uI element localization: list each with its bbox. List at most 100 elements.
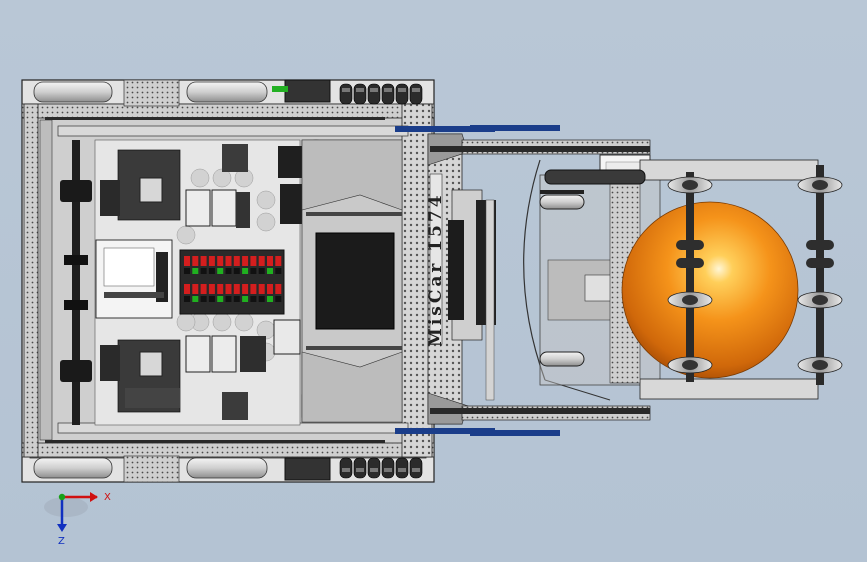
omni-hub (682, 360, 698, 370)
omni-hub (812, 295, 828, 305)
intake-arm (395, 125, 819, 436)
breaker (250, 256, 257, 266)
breaker-led (192, 296, 199, 302)
wheel-top-mid (186, 81, 268, 103)
z-axis-label: Z (58, 536, 65, 547)
battery (315, 232, 395, 330)
breaker-led (267, 296, 273, 302)
omni-hub (812, 360, 828, 370)
roller-highlight (342, 468, 350, 472)
drive-wheels (33, 79, 385, 483)
breaker (200, 284, 207, 294)
breaker (225, 284, 232, 294)
belt-rollers (272, 79, 423, 481)
breaker (184, 284, 190, 294)
breaker (192, 256, 199, 266)
motor-controllers (185, 144, 266, 420)
wheel-bottom-mid (186, 457, 268, 479)
breaker (184, 256, 190, 266)
omni-spacer (676, 258, 704, 268)
breaker (208, 284, 215, 294)
breaker (242, 284, 249, 294)
breaker-led (275, 296, 282, 302)
breaker-led (267, 268, 273, 274)
coordinate-triad: X Z (44, 492, 111, 547)
breaker-led (225, 268, 232, 274)
breaker-led (200, 268, 207, 274)
breaker (217, 284, 224, 294)
breaker (233, 256, 240, 266)
cargo-ball (621, 201, 799, 379)
breaker-led (200, 296, 207, 302)
breaker-led (225, 296, 232, 302)
breaker-led (208, 268, 215, 274)
hood-rollers (539, 190, 585, 367)
breaker-led (192, 268, 199, 274)
roller (339, 83, 353, 105)
breaker-led (242, 268, 249, 274)
breaker (258, 284, 265, 294)
omni-spacer (806, 240, 834, 250)
omni-hub (812, 180, 828, 190)
roller-highlight (384, 88, 392, 92)
roller (367, 83, 381, 105)
breaker (242, 256, 249, 266)
breaker-led (184, 296, 190, 302)
breaker-led (217, 268, 224, 274)
wheel-bottom-left (33, 457, 113, 479)
omni-hub (682, 180, 698, 190)
roller-highlight (398, 88, 406, 92)
breaker (192, 284, 199, 294)
breaker (267, 256, 273, 266)
breaker (258, 256, 265, 266)
breaker-led (258, 296, 265, 302)
robot-controller (95, 239, 173, 319)
model-side-label: MisCar 1574 (426, 192, 446, 347)
breaker-led (242, 296, 249, 302)
roller-highlight (356, 88, 364, 92)
breaker (250, 284, 257, 294)
breaker (275, 256, 282, 266)
side-plate: MisCar 1574 (426, 173, 446, 347)
breaker-led (217, 296, 224, 302)
motor-gearboxes (100, 149, 181, 413)
roller-highlight (342, 88, 350, 92)
roller-highlight (384, 468, 392, 472)
power-distribution-panel (179, 249, 285, 315)
breaker-led (184, 268, 190, 274)
breaker (275, 284, 282, 294)
breaker-led (233, 268, 240, 274)
breaker-led (258, 268, 265, 274)
breaker-led (275, 268, 282, 274)
breaker-led (250, 268, 257, 274)
breaker-led (208, 296, 215, 302)
breaker (267, 284, 273, 294)
breaker-led (233, 296, 240, 302)
roller (395, 83, 409, 105)
breaker-led (250, 296, 257, 302)
roller-highlight (398, 468, 406, 472)
roller-highlight (370, 468, 378, 472)
roller-highlight (356, 468, 364, 472)
roller (381, 83, 395, 105)
game-ball (621, 201, 799, 379)
omni-hub (682, 295, 698, 305)
drive-axle (60, 140, 92, 425)
wheel-top-left (33, 81, 113, 103)
roller (409, 83, 423, 105)
breaker (233, 284, 240, 294)
breaker (208, 256, 215, 266)
breaker (200, 256, 207, 266)
roller-highlight (370, 88, 378, 92)
omni-spacer (676, 240, 704, 250)
battery-bay (301, 139, 403, 423)
y-axis-dot (58, 493, 66, 501)
roller (353, 83, 367, 105)
breaker (225, 256, 232, 266)
roller-highlight (412, 468, 420, 472)
roller-highlight (412, 88, 420, 92)
breaker (217, 256, 224, 266)
x-axis-label: X (104, 492, 111, 503)
omni-spacer (806, 258, 834, 268)
